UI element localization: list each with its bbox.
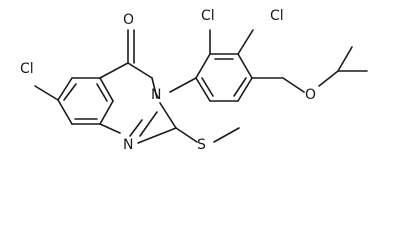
bond xyxy=(57,99,73,125)
bond xyxy=(201,77,214,97)
atom-o-ether: O xyxy=(305,87,316,103)
atom-n1: N xyxy=(123,137,133,153)
bond xyxy=(99,62,129,79)
chemical-structure-diagram: Cl O N N S Cl Cl O xyxy=(20,8,368,153)
atom-o-carbonyl: O xyxy=(123,12,134,28)
benzo-ring xyxy=(57,77,114,125)
bond xyxy=(195,77,211,102)
bond xyxy=(99,77,114,102)
bond xyxy=(139,111,158,137)
pyrimidinone-ring xyxy=(99,62,158,137)
bond xyxy=(237,53,253,79)
atom-cl-top-b: Cl xyxy=(270,8,284,24)
atom-n3: N xyxy=(151,87,161,103)
bond xyxy=(96,83,108,102)
atom-cl-top-a: Cl xyxy=(201,8,215,24)
bond xyxy=(337,46,353,72)
bond xyxy=(233,77,247,97)
atom-s-methylthio: S xyxy=(197,137,206,153)
bond xyxy=(195,53,211,79)
bond xyxy=(99,123,121,134)
bond xyxy=(99,100,114,125)
bond xyxy=(282,77,305,93)
bond xyxy=(175,127,198,143)
structure-canvas: Cl O N N S Cl Cl O xyxy=(20,8,368,153)
bond xyxy=(159,102,177,129)
dichlorophenyl-ring xyxy=(195,53,253,102)
bond xyxy=(237,77,253,102)
atom-cl-left: Cl xyxy=(20,61,34,77)
bond xyxy=(151,77,158,99)
bond xyxy=(34,85,59,101)
bond xyxy=(318,70,339,87)
bond xyxy=(137,127,177,144)
bond xyxy=(129,119,143,137)
bond xyxy=(237,29,254,55)
bond xyxy=(213,127,240,143)
bond xyxy=(63,83,77,101)
bond xyxy=(127,62,153,79)
bond xyxy=(169,77,197,93)
bond xyxy=(57,77,73,101)
